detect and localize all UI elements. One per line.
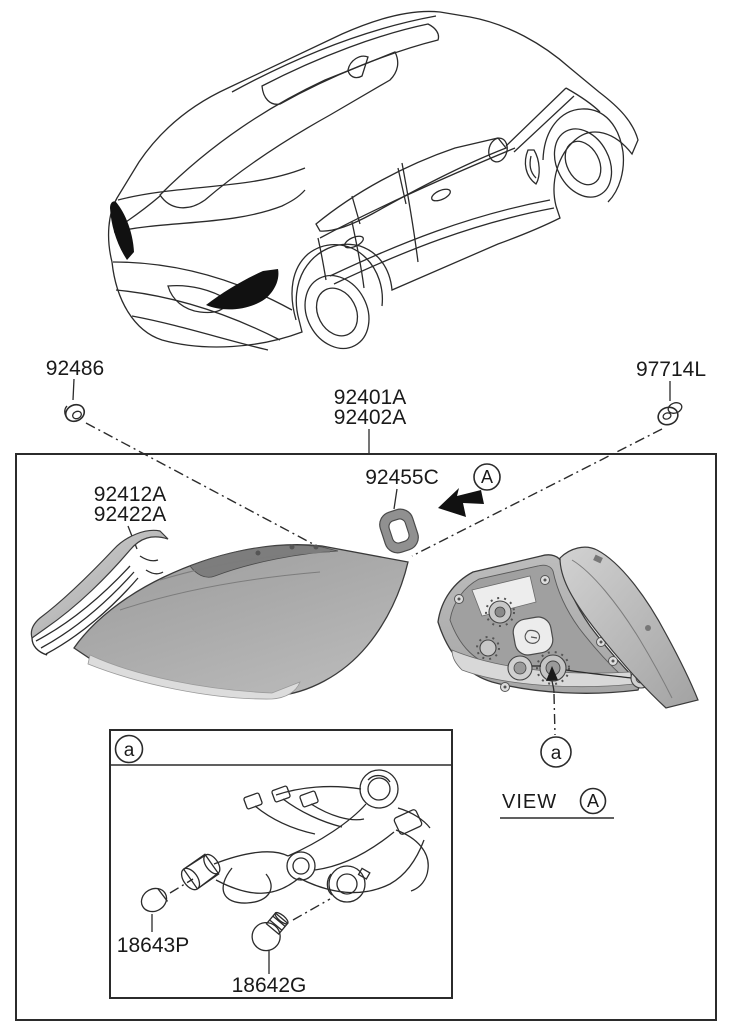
lamp-top-face — [189, 544, 339, 578]
harness-socket-small — [180, 853, 221, 891]
tail-lamp-right-highlight — [206, 269, 279, 310]
housing-side-trim — [559, 546, 699, 709]
callout-letter-a: a — [551, 743, 562, 764]
callout-fastener-left: 92486 — [46, 357, 329, 553]
harness-socket — [286, 851, 316, 881]
view-a-label: VIEW A — [500, 787, 614, 819]
callout-garnish: 92412A 92422A — [30, 483, 169, 656]
bulb-socket — [507, 655, 533, 681]
tail-lamp-left-highlight — [110, 201, 134, 260]
callout-circle-a — [540, 736, 572, 768]
bulb-holder-wiring-harness — [180, 769, 431, 904]
part-label-92455C: 92455C — [365, 466, 439, 489]
view-letter-A: A — [587, 791, 599, 811]
inset-circle-a — [114, 734, 144, 764]
diagram-frame — [15, 453, 717, 1021]
callout-circle-A — [473, 463, 501, 491]
inset-letter-a: a — [124, 740, 135, 761]
callout-letter-A: A — [481, 467, 493, 487]
bulb-small-part — [140, 878, 194, 932]
callout-fastener-right: 97714L — [411, 358, 706, 557]
harness-socket — [359, 769, 399, 809]
antenna-fin — [347, 55, 369, 79]
detail-inset-box: a — [109, 729, 453, 999]
part-label-18643P: 18643P — [117, 934, 189, 957]
callout-pad: 92455C — [365, 466, 439, 554]
part-label-92422A: 92422A — [94, 503, 166, 526]
part-label-92402A: 92402A — [334, 406, 406, 429]
door-handle — [344, 235, 364, 249]
bulb-socket — [485, 597, 515, 627]
view-direction-arrow-icon — [438, 488, 484, 517]
view-circle-A — [579, 787, 607, 815]
view-label: VIEW — [502, 791, 557, 813]
socket-a-leader: a — [540, 666, 572, 768]
part-label-92412A: 92412A — [94, 483, 166, 506]
door-handle — [431, 188, 451, 202]
part-label-92401A: 92401A — [334, 386, 406, 409]
pad-seal-part — [379, 508, 419, 554]
side-mirror — [488, 137, 508, 163]
lamp-reflector-strip — [87, 654, 301, 700]
rear-wheel — [304, 274, 370, 350]
front-wheel — [553, 128, 613, 198]
nut-icon — [657, 402, 683, 426]
bulb-large-part — [251, 898, 331, 974]
leader-arrowhead-icon — [546, 666, 558, 681]
bulb-socket-target-a — [536, 651, 570, 685]
clip-icon — [64, 403, 86, 423]
lamp-lens-part — [73, 544, 409, 700]
car-illustration — [107, 10, 639, 351]
callout-lamp-assembly: 92401A 92402A — [334, 386, 406, 454]
view-direction-callout: A — [438, 463, 501, 517]
part-label-97714L: 97714L — [636, 358, 706, 381]
socket-gasket — [512, 616, 554, 656]
bulb-socket — [476, 636, 500, 660]
screw-bosses — [454, 575, 618, 692]
garnish-part — [30, 529, 169, 656]
part-label-92486: 92486 — [46, 357, 104, 380]
lamp-housing-back-view — [437, 546, 699, 709]
harness-socket-large — [326, 865, 371, 903]
part-label-18642G: 18642G — [232, 974, 307, 997]
